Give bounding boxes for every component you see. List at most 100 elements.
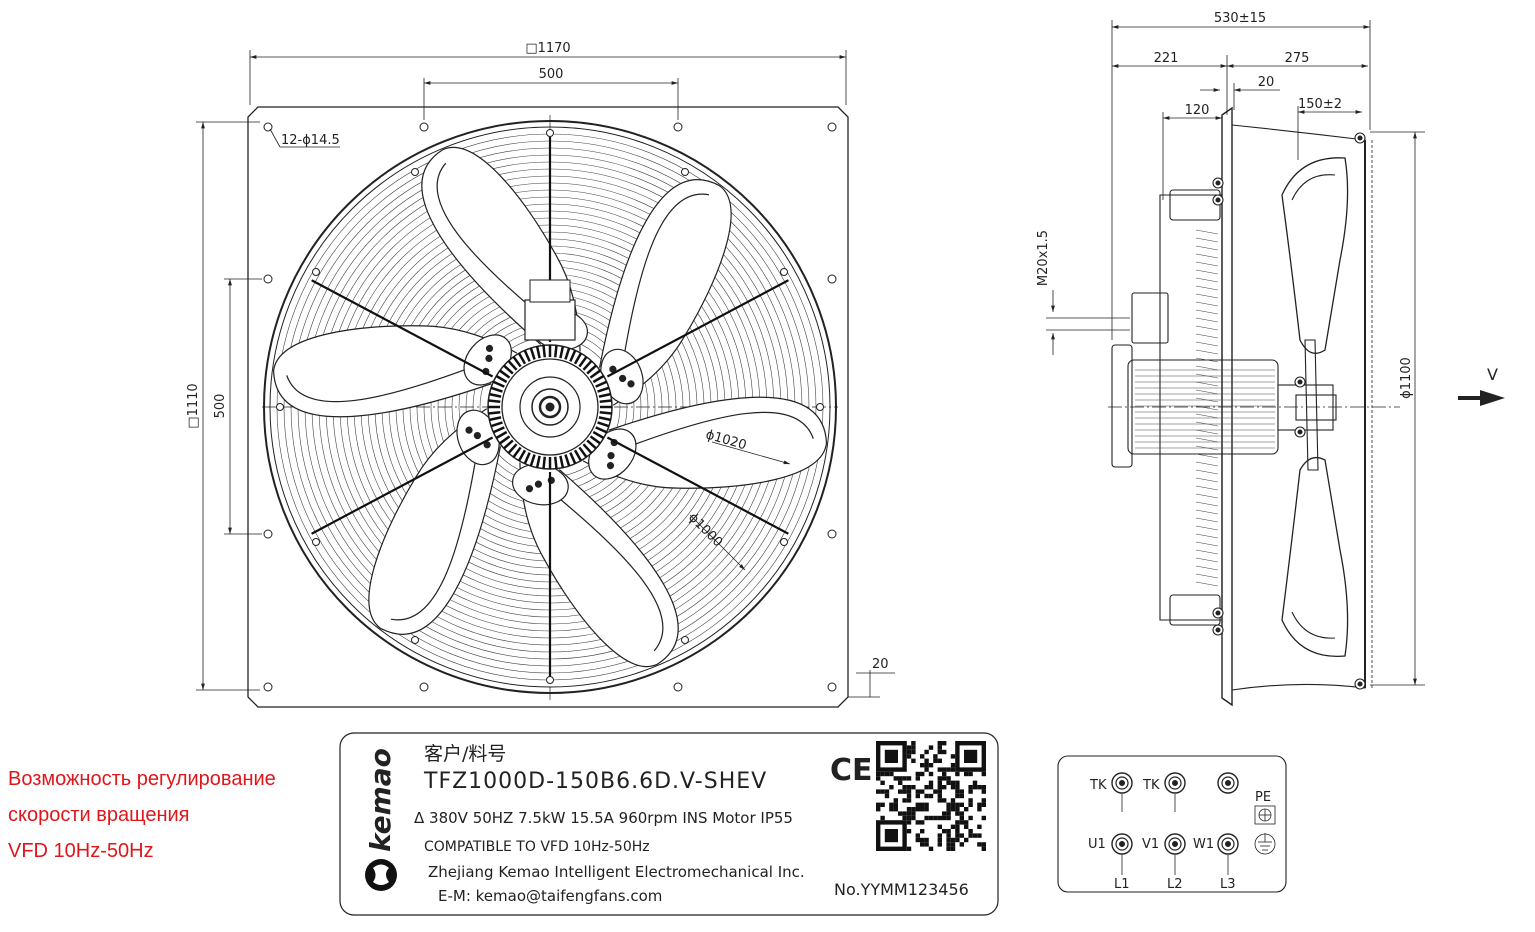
qr-module [968,802,973,807]
qr-module [950,754,956,759]
qr-module [920,802,925,807]
motor-fin [489,416,502,422]
note-line-3: VFD 10Hz-50Hz [8,840,154,862]
qr-module [946,829,951,834]
qr-module [924,842,929,847]
ce-mark: CE [830,753,873,788]
nameplate-vfd: COMPATIBLE TO VFD 10Hz-50Hz [424,839,650,855]
qr-module [968,829,973,834]
guard-mount-point [312,268,320,276]
qr-module [933,754,938,759]
mounting-hole [827,274,837,284]
mounting-hole [263,122,273,132]
qr-module [950,802,956,807]
terminal-screw [1164,772,1186,794]
side-fin [1195,453,1219,459]
qr-module [981,771,986,777]
qr-module [937,741,942,746]
airflow-label: V [1487,365,1498,384]
qr-module [876,776,881,781]
qr-module [928,763,934,768]
qr-module [906,793,912,799]
qr-module [915,802,920,807]
motor-fin [597,386,610,393]
qr-module [968,833,973,838]
note-line-2: скорости вращения [8,804,190,826]
side-shaft [1277,384,1334,431]
qr-module [920,820,925,825]
motor-fin [523,452,531,465]
qr-module [981,815,986,821]
qr-finder [876,820,907,851]
dim-overall-width: □1170 [525,41,570,56]
qr-module [880,789,885,794]
mounting-hole [263,529,273,539]
mounting-hole [827,529,837,539]
qr-module [884,789,890,794]
qr-module [906,846,912,851]
dim-front-depth: 275 [1285,51,1310,66]
qr-module [946,776,951,781]
qr-module [981,846,986,851]
kemao-logo: kemao [364,748,397,891]
qr-module [906,754,912,759]
motor-fin [597,421,610,428]
side-blade-upper [1281,157,1349,354]
qr-module [915,837,920,843]
dim-holes: 12-ϕ14.5 [281,133,340,148]
qr-module [924,837,929,843]
qr-module [946,837,951,843]
qr-module [902,815,907,821]
motor-fin [592,374,605,384]
qr-module [920,771,925,777]
qr-module [937,745,942,750]
side-blade-lower [1281,456,1349,658]
mounting-hole [827,682,837,692]
side-fin [1195,317,1219,323]
side-fin [1195,341,1219,347]
guard-mount-point [780,268,788,276]
side-fin [1195,389,1219,395]
motor-fin [582,360,593,371]
qr-module [906,785,912,790]
dim-top-spacing: 500 [539,67,564,82]
nameplate-model: TFZ1000D-150B6.6D.V-SHEV [423,769,767,794]
qr-module [937,824,942,829]
qr-module [880,780,885,785]
qr-module [911,745,916,750]
qr-module [911,741,916,746]
side-fin [1195,557,1219,563]
terminal-l1: L1 [1114,877,1130,892]
guard-spoke [311,436,494,535]
qr-module [906,798,912,803]
nameplate-frame [339,732,999,916]
qr-module [924,767,929,772]
qr-module [928,815,934,821]
terminal-screw [1111,772,1133,794]
qr-module [950,842,956,847]
side-fin [1195,525,1219,531]
qr-module [924,793,929,799]
qr-module [955,802,960,807]
mounting-hole [263,682,273,692]
dim-plate-thickness: 20 [872,657,889,672]
dim-impeller-diameter: ϕ1000 [685,510,725,550]
terminal-screw [1111,833,1133,855]
qr-module [964,807,969,812]
terminal-frame [1057,755,1287,893]
dim-cable-gland: M20x1.5 [1036,230,1051,286]
motor-fin [578,356,588,368]
qr-module [937,758,942,763]
motor-fin [598,416,611,422]
mounting-hole [827,122,837,132]
side-dimension-labels: 530±15 221 275 20 120 150±2 M20x1.5 ϕ110… [1036,11,1498,399]
qr-module [924,749,929,755]
qr-module [902,785,907,790]
qr-module [924,758,929,763]
impeller-blade [512,462,679,668]
qr-finder [876,741,907,772]
motor-fin [492,380,505,388]
side-bolt [1354,132,1366,144]
qr-module [911,815,916,821]
terminal-l2: L2 [1167,877,1183,892]
